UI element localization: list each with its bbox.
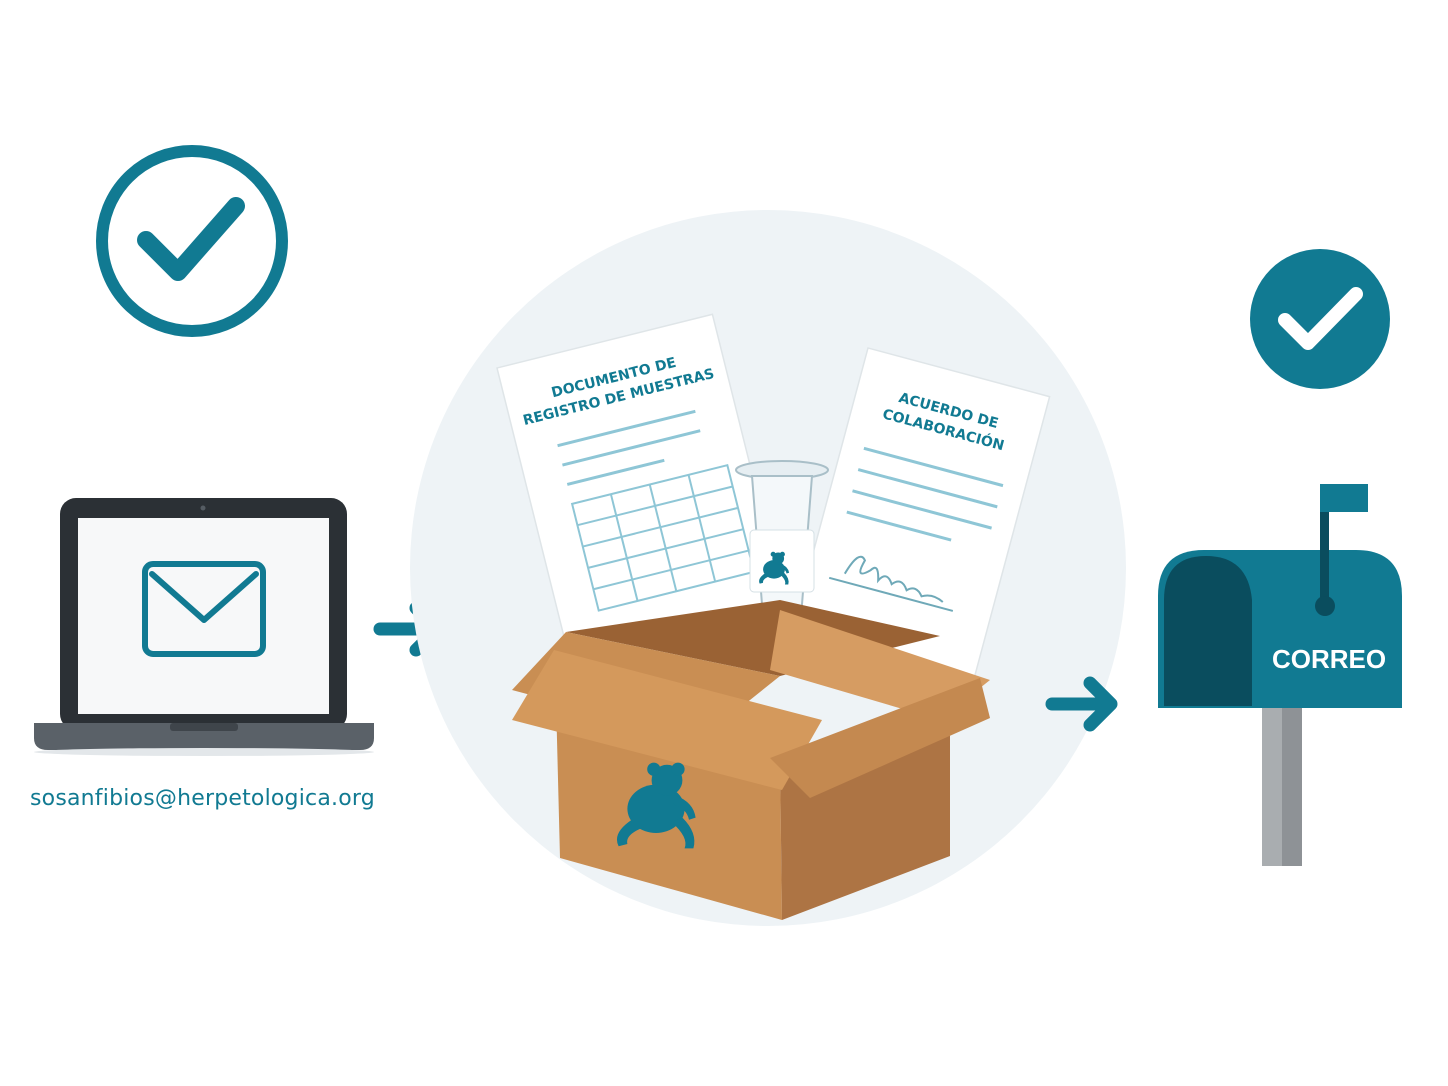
- contact-email[interactable]: sosanfibios@herpetologica.org: [30, 786, 375, 811]
- shipping-box: [512, 600, 990, 920]
- mailbox-icon: CORREO: [1158, 484, 1402, 866]
- arrow-right-icon: [1045, 676, 1118, 732]
- registry-document: DOCUMENTO DE REGISTRO DE MUESTRAS: [496, 313, 786, 660]
- envelope-icon: [142, 561, 266, 657]
- registry-table: [570, 463, 756, 612]
- mailbox-label: CORREO: [1272, 644, 1386, 674]
- check-badge-icon: [1250, 249, 1390, 389]
- signature-icon: [828, 555, 954, 612]
- laptop-icon: [34, 498, 374, 756]
- agreement-document: ACUERDO DE COLABORACIÓN: [792, 347, 1051, 678]
- check-circle-icon: [96, 145, 288, 337]
